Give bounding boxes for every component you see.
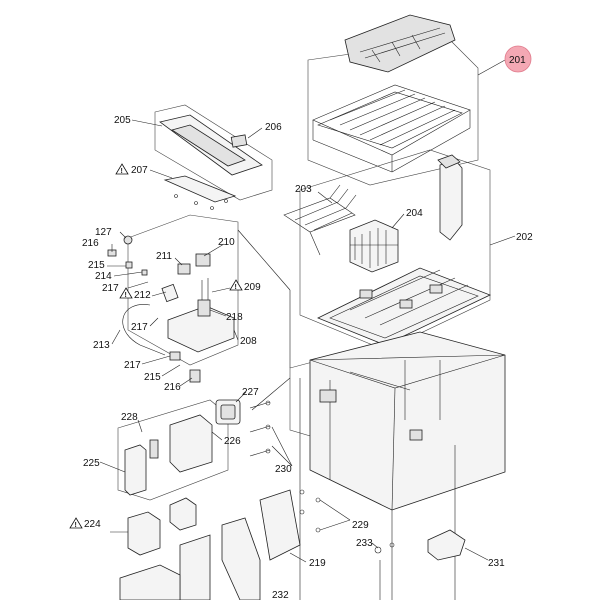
- callout-215-upper: 215: [88, 260, 105, 271]
- callout-217-lower: 217: [124, 360, 141, 371]
- part-group-205: [131, 104, 273, 210]
- part-group-201: [307, 14, 506, 186]
- warning-mark-text: !: [235, 284, 237, 291]
- callout-205: 205: [114, 115, 131, 126]
- callout-231: 231: [488, 558, 505, 569]
- callout-204: 204: [406, 208, 423, 219]
- callout-202: 202: [516, 232, 533, 243]
- callout-217-upper: 217: [102, 283, 119, 294]
- callout-208: 208: [240, 336, 257, 347]
- callout-203: 203: [295, 184, 312, 195]
- callout-228: 228: [121, 412, 138, 423]
- part-group-202: [283, 149, 516, 351]
- callout-214: 214: [95, 271, 112, 282]
- part-group-219: [221, 400, 307, 600]
- warning-mark-text: !: [121, 168, 123, 175]
- part-group-225: [99, 377, 291, 501]
- warning-mark-text: !: [75, 522, 77, 529]
- part-group-208: [107, 214, 291, 387]
- callout-212: 212: [134, 290, 151, 301]
- callout-201: 201: [509, 55, 526, 66]
- callout-216-upper: 216: [82, 238, 99, 249]
- callout-227: 227: [242, 387, 259, 398]
- callout-207: 207: [131, 165, 148, 176]
- warning-triangle-icon: !: [119, 287, 133, 299]
- callout-217-middle: 217: [131, 322, 148, 333]
- callout-213: 213: [93, 340, 110, 351]
- callout-216-lower: 216: [164, 382, 181, 393]
- callout-210: 210: [218, 237, 235, 248]
- part-group-cabinet: [289, 331, 506, 600]
- callout-215-lower: 215: [144, 372, 161, 383]
- callout-127: 127: [95, 227, 112, 238]
- callout-218: 218: [226, 312, 243, 323]
- callout-206: 206: [265, 122, 282, 133]
- callout-226: 226: [224, 436, 241, 447]
- callout-211: 211: [156, 251, 172, 262]
- callout-225: 225: [83, 458, 100, 469]
- warning-mark-text: !: [125, 292, 127, 299]
- callout-209: 209: [244, 282, 261, 293]
- warning-triangle-icon: !: [229, 279, 243, 291]
- warning-triangle-icon: !: [69, 517, 83, 529]
- part-group-229: [299, 489, 489, 600]
- callout-233: 233: [356, 538, 373, 549]
- callout-229: 229: [352, 520, 369, 531]
- callout-232: 232: [272, 590, 289, 600]
- part-group-224: [110, 497, 211, 600]
- callout-230: 230: [275, 464, 292, 475]
- callout-219: 219: [309, 558, 326, 569]
- warning-triangle-icon: !: [115, 163, 129, 175]
- highlight-marker-201: [504, 45, 532, 73]
- callout-224: 224: [84, 519, 101, 530]
